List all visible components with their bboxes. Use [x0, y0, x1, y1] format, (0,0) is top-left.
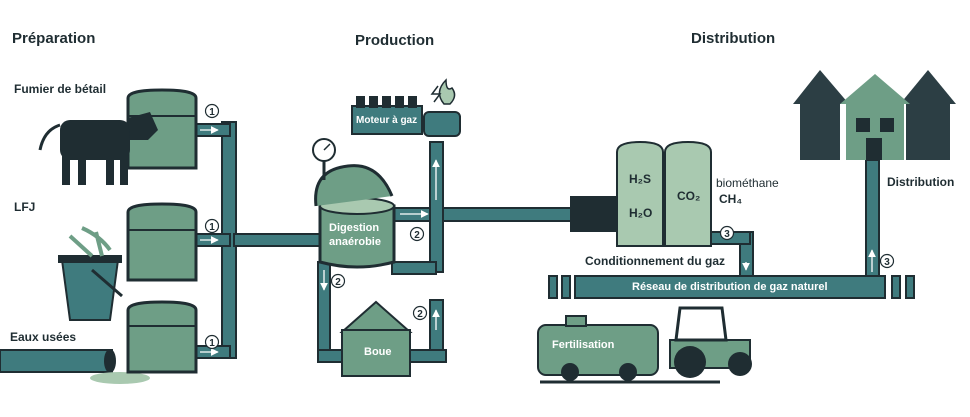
- cow-icon: [38, 112, 158, 185]
- houses-icon: [793, 70, 956, 160]
- source-label-wastewater: Eaux usées: [10, 330, 77, 344]
- biomethane-label: biométhane: [716, 176, 779, 190]
- conditioning-label: Conditionnement du gaz: [585, 254, 725, 268]
- fertilisation-label: Fertilisation: [552, 339, 615, 351]
- wastewater-spill: [90, 372, 150, 384]
- step-badges: 1 1 1 2 2 2 3 3: [204, 103, 895, 350]
- step-badge: 1: [204, 103, 220, 119]
- svg-text:2: 2: [335, 277, 341, 288]
- scrubber-column-co2: [664, 140, 712, 247]
- svg-text:1: 1: [209, 338, 215, 349]
- step-badge: 2: [330, 273, 346, 289]
- step-badge: 3: [719, 225, 735, 241]
- ch4-label: CH₄: [719, 192, 743, 206]
- network-label: Réseau de distribution de gaz naturel: [632, 281, 828, 293]
- flow-arrows: [200, 126, 876, 356]
- section-heading-preparation: Préparation: [12, 30, 96, 47]
- step-badge: 2: [409, 226, 425, 242]
- sludge-tank: [339, 300, 413, 377]
- svg-text:1: 1: [209, 107, 215, 118]
- step-badge: 1: [204, 334, 220, 350]
- step-badge: 3: [879, 253, 895, 269]
- conditioning-box: [570, 196, 618, 232]
- co2-label: CO₂: [677, 189, 701, 203]
- digester-tank-3: [126, 300, 198, 374]
- step-badge: 2: [412, 305, 428, 321]
- svg-text:1: 1: [209, 222, 215, 233]
- svg-text:3: 3: [884, 257, 890, 268]
- digester-label-line1: Digestion: [329, 222, 380, 234]
- step-badge: 1: [204, 218, 220, 234]
- section-heading-production: Production: [355, 32, 435, 49]
- svg-text:3: 3: [724, 229, 730, 240]
- house-main: [840, 74, 910, 160]
- source-label-manure: Fumier de bétail: [14, 82, 107, 96]
- section-heading-distribution: Distribution: [691, 30, 776, 47]
- svg-text:2: 2: [414, 230, 420, 241]
- houses-distribution-label: Distribution: [887, 175, 955, 189]
- compost-bucket-icon: [58, 226, 123, 321]
- sludge-label: Boue: [364, 346, 392, 358]
- gas-engine: [351, 96, 461, 137]
- anaerobic-digester: [314, 164, 396, 269]
- network-pipe-caps: [548, 275, 915, 299]
- wastewater-pipe-end: [104, 349, 116, 373]
- h2s-label: H₂S: [629, 172, 652, 186]
- gas-engine-label: Moteur à gaz: [356, 115, 418, 126]
- scrubber-column-h2s: [616, 140, 664, 247]
- digester-label-line2: anaérobie: [329, 236, 381, 248]
- fertiliser-tanker: [537, 315, 720, 384]
- svg-text:2: 2: [417, 309, 423, 320]
- source-label-lfj: LFJ: [14, 200, 36, 214]
- pressure-gauge-icon: [312, 138, 336, 180]
- digester-tank-2: [126, 202, 198, 282]
- tractor-icon: [669, 306, 752, 378]
- flame-icon: [430, 78, 456, 105]
- h2o-label: H₂O: [629, 206, 653, 220]
